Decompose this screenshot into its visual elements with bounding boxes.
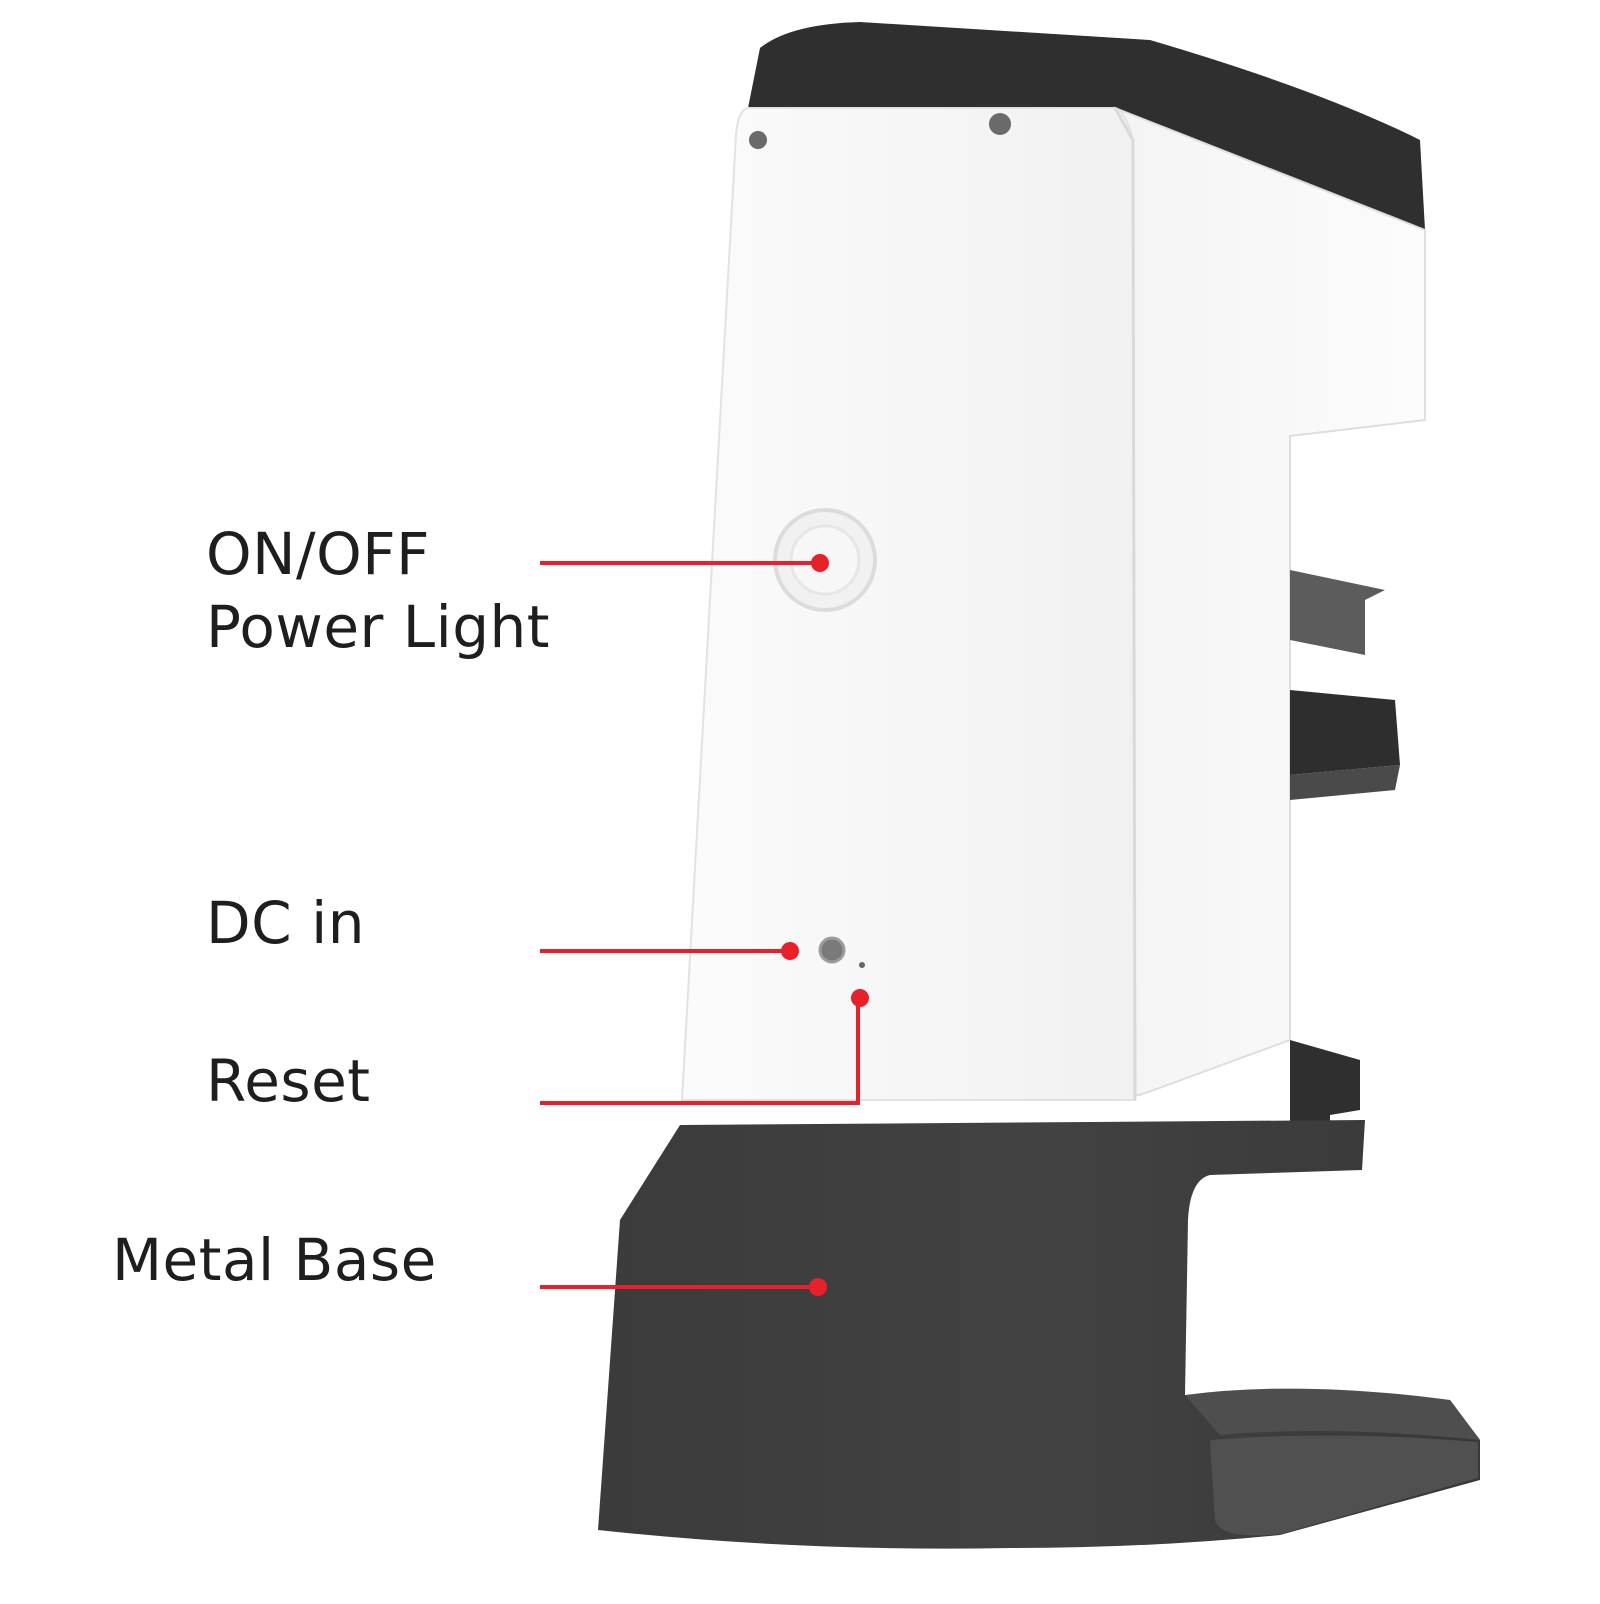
callout-dot-base [809, 1278, 827, 1296]
callout-label-power-line2: Power Light [206, 592, 551, 661]
callout-label-base: Metal Base [112, 1226, 437, 1294]
side-notch [1290, 1040, 1360, 1140]
callout-dot-power [811, 554, 829, 572]
holder-lower [1290, 690, 1400, 775]
callout-line-reset [540, 1000, 860, 1105]
callout-label-reset: Reset [206, 1047, 371, 1115]
callout-lines [540, 561, 860, 1289]
base-foot-shadow [1210, 1435, 1478, 1536]
screw-hole-left [749, 131, 767, 149]
callout-dots [781, 554, 869, 1296]
edge-line [1113, 107, 1137, 1101]
top-cap [748, 22, 1425, 230]
dc-in-port [818, 936, 846, 964]
base-foot-top [1185, 1388, 1480, 1440]
reset-pinhole [859, 962, 865, 968]
screw-hole-right [989, 113, 1011, 135]
callout-dot-reset [851, 989, 869, 1007]
holder-upper [1290, 570, 1385, 655]
holder-slot [1290, 765, 1400, 800]
callout-dot-dc-in [781, 942, 799, 960]
callout-label-power-line1: ON/OFF [206, 520, 430, 588]
callout-label-power: ON/OFF Power Light [206, 518, 550, 663]
callout-label-dc-in: DC in [206, 889, 365, 957]
side-panel [1113, 106, 1426, 1096]
